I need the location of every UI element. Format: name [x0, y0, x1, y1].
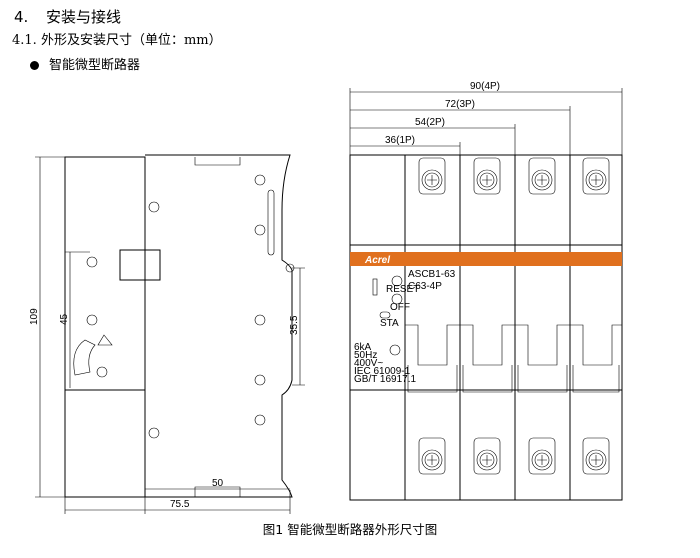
subsection-heading: 4.1. 外形及安装尺寸（单位：mm） [12, 33, 222, 48]
terminal-screw-icon [528, 437, 556, 475]
dim-mid: 45 [59, 313, 70, 325]
status-indicator-label: STA [380, 318, 399, 329]
side-view: 109 45 35.5 50 75.5 [29, 154, 305, 514]
brand-logo: Acrel [364, 255, 390, 266]
dim-height: 109 [29, 308, 40, 325]
dim-2p: 54(2P) [415, 117, 445, 128]
rating-label: C63-4P [408, 281, 442, 292]
svg-text:IEC 61009-1: IEC 61009-1 [354, 366, 411, 377]
brand-band [350, 252, 622, 266]
dim-rail: 35.5 [289, 315, 300, 335]
terminal-screw-icon [582, 437, 610, 475]
dim-depth-inner: 50 [212, 478, 224, 489]
terminal-screw-icon [528, 157, 556, 195]
bullet-icon [30, 61, 39, 70]
terminal-screw-icon [418, 437, 446, 475]
figure-caption: 图1 智能微型断路器外形尺寸图 [262, 522, 438, 537]
svg-text:50Hz: 50Hz [354, 350, 377, 361]
model-label: ASCB1-63 [408, 269, 456, 280]
dim-depth: 75.5 [170, 499, 190, 510]
svg-text:GB/T 16917.1: GB/T 16917.1 [354, 374, 417, 385]
dim-1p: 36(1P) [385, 135, 415, 146]
svg-text:400V~: 400V~ [354, 358, 383, 369]
spec-list: 6kA 50Hz 400V~ IEC 61009-1 GB/T 16917.1 [354, 342, 417, 385]
off-button-label: OFF [390, 302, 410, 313]
reset-button-label: RESET [386, 284, 419, 295]
section-heading: 4.安装与接线 [14, 8, 122, 26]
dim-3p: 72(3P) [445, 99, 475, 110]
terminal-screw-icon [473, 157, 501, 195]
dim-4p: 90(4P) [470, 81, 500, 92]
terminal-screw-icon [582, 157, 610, 195]
front-view: 90(4P) 72(3P) 54(2P) 36(1P) Acrel ASCB1-… [349, 81, 623, 501]
svg-text:6kA: 6kA [354, 342, 372, 353]
terminal-screw-icon [473, 437, 501, 475]
terminal-screw-icon [418, 157, 446, 195]
bullet-item: 智能微型断路器 [30, 58, 140, 74]
